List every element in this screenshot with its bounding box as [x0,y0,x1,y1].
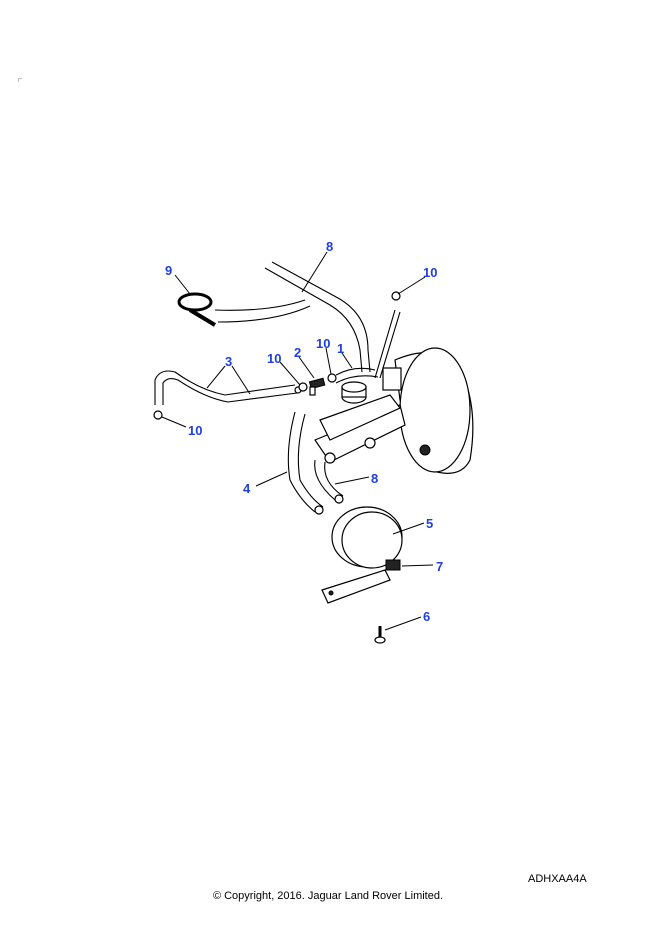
callout-10[interactable]: 10 [316,336,330,351]
screw-6 [374,626,386,644]
hose-clip-10 [153,291,401,420]
clip-nut-7 [385,559,401,571]
hose-1 [335,367,379,384]
master-cylinder [314,381,406,464]
brake-booster [382,347,474,474]
illustration-code: ADHXAA4A [528,873,587,885]
vacuum-reservoir-5 [321,506,403,604]
leader-lines [161,251,434,631]
check-valve-2 [308,377,326,396]
hose-3 [154,370,302,405]
vacuum-hose-8-upper [264,261,371,373]
copyright-notice: © Copyright, 2016. Jaguar Land Rover Lim… [212,890,444,902]
callout-4[interactable]: 4 [243,481,251,496]
callout-8[interactable]: 8 [326,239,333,254]
vacuum-hose-8-lower [314,459,344,504]
callout-3[interactable]: 3 [225,354,232,369]
callout-9[interactable]: 9 [165,263,172,278]
callout-10[interactable]: 10 [267,351,281,366]
cable-tie-9 [177,292,217,327]
callout-5[interactable]: 5 [426,516,433,531]
hose-4 [287,411,324,515]
corner-mark [18,78,22,82]
vent-line [374,309,401,379]
callout-8[interactable]: 8 [371,471,378,486]
hose-curve [214,299,311,323]
callout-6[interactable]: 6 [423,609,430,624]
callout-10[interactable]: 10 [188,423,202,438]
callout-2[interactable]: 2 [294,345,301,360]
callout-10[interactable]: 10 [423,265,437,280]
callout-1[interactable]: 1 [337,341,344,356]
callout-7[interactable]: 7 [436,559,443,574]
